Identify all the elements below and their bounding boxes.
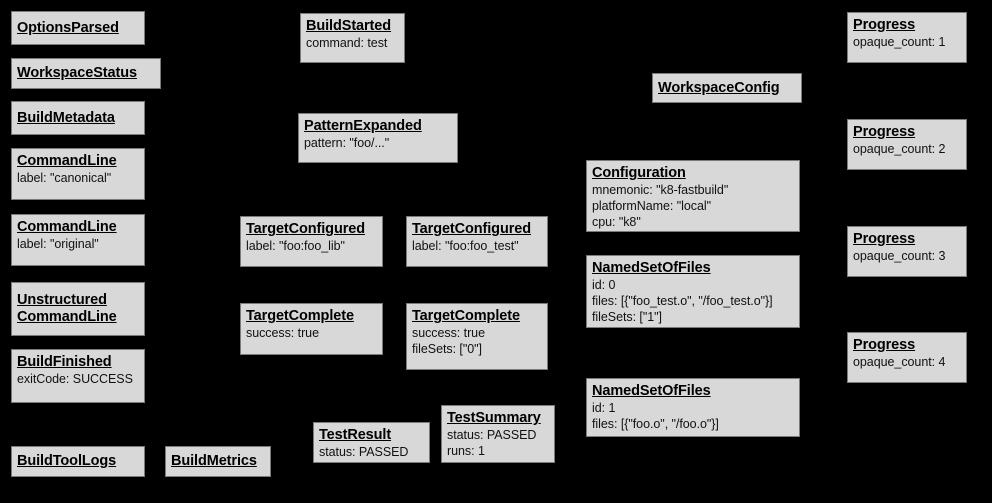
node-field: opaque_count: 4 <box>853 355 946 369</box>
node-progress-2[interactable]: Progress opaque_count: 2 <box>847 119 967 170</box>
node-command-line-canonical[interactable]: CommandLine label: "canonical" <box>11 148 145 200</box>
node-options-parsed[interactable]: OptionsParsed <box>11 11 145 45</box>
node-workspace-config[interactable]: WorkspaceConfig <box>652 73 802 103</box>
node-field: files: [{"foo_test.o", "/foo_test.o"}] <box>592 294 773 308</box>
node-title: TestSummary <box>447 410 541 426</box>
node-title: OptionsParsed <box>17 19 119 36</box>
node-field: label: "original" <box>17 237 99 251</box>
node-progress-4[interactable]: Progress opaque_count: 4 <box>847 332 967 383</box>
node-field: label: "canonical" <box>17 171 112 185</box>
node-target-configured-foo-test[interactable]: TargetConfigured label: "foo:foo_test" <box>406 216 548 267</box>
node-field: exitCode: SUCCESS <box>17 372 133 386</box>
node-field: platformName: "local" <box>592 199 711 213</box>
node-field: opaque_count: 1 <box>853 35 946 49</box>
node-field: command: test <box>306 36 388 50</box>
node-test-result[interactable]: TestResult status: PASSED <box>313 422 430 463</box>
node-named-set-of-files-1[interactable]: NamedSetOfFiles id: 1 files: [{"foo.o", "/… <box>586 378 800 437</box>
node-title: BuildMetrics <box>171 453 257 469</box>
node-unstructured-command-line[interactable]: Unstructured CommandLine <box>11 282 145 336</box>
node-named-set-of-files-0[interactable]: NamedSetOfFiles id: 0 files: [{"foo_test.o… <box>586 255 800 328</box>
node-field: fileSets: ["0"] <box>412 342 482 356</box>
node-title: WorkspaceConfig <box>658 79 780 96</box>
node-field: success: true <box>412 326 485 340</box>
node-field: id: 1 <box>592 401 616 415</box>
node-title: Progress <box>853 337 916 353</box>
node-target-configured-foo-lib[interactable]: TargetConfigured label: "foo:foo_lib" <box>240 216 383 267</box>
node-build-finished[interactable]: BuildFinished exitCode: SUCCESS <box>11 349 145 403</box>
node-title: TargetConfigured <box>246 221 365 237</box>
node-title: TargetComplete <box>412 308 520 324</box>
node-field: runs: 1 <box>447 444 485 458</box>
node-title: Unstructured CommandLine <box>17 291 117 325</box>
node-field: opaque_count: 2 <box>853 142 946 156</box>
node-title: WorkspaceStatus <box>17 65 137 81</box>
node-title: BuildMetadata <box>17 109 115 126</box>
node-title: Progress <box>853 124 916 140</box>
node-command-line-original[interactable]: CommandLine label: "original" <box>11 214 145 266</box>
node-build-tool-logs[interactable]: BuildToolLogs <box>11 446 145 477</box>
node-title: TargetConfigured <box>412 221 531 237</box>
node-field: status: PASSED <box>447 428 537 442</box>
node-title: CommandLine <box>17 153 117 169</box>
node-title: PatternExpanded <box>304 118 422 134</box>
node-progress-3[interactable]: Progress opaque_count: 3 <box>847 226 967 277</box>
node-progress-1[interactable]: Progress opaque_count: 1 <box>847 12 967 63</box>
node-build-metadata[interactable]: BuildMetadata <box>11 101 145 135</box>
node-title: BuildFinished <box>17 354 112 370</box>
node-field: id: 0 <box>592 278 616 292</box>
node-build-metrics[interactable]: BuildMetrics <box>165 446 271 477</box>
node-build-started[interactable]: BuildStarted command: test <box>300 13 405 63</box>
node-title: TargetComplete <box>246 308 354 324</box>
node-title: TestResult <box>319 427 392 443</box>
node-field: opaque_count: 3 <box>853 249 946 263</box>
node-target-complete-lib[interactable]: TargetComplete success: true <box>240 303 383 355</box>
node-title: BuildToolLogs <box>17 453 117 469</box>
node-workspace-status[interactable]: WorkspaceStatus <box>11 58 161 89</box>
node-field: success: true <box>246 326 319 340</box>
node-field: fileSets: ["1"] <box>592 310 662 324</box>
node-target-complete-test[interactable]: TargetComplete success: true fileSets: ["0… <box>406 303 548 370</box>
node-title: Configuration <box>592 165 686 181</box>
node-field: label: "foo:foo_lib" <box>246 239 345 253</box>
node-field: status: PASSED <box>319 445 409 459</box>
node-title: Progress <box>853 231 916 247</box>
node-field: files: [{"foo.o", "/foo.o"}] <box>592 417 719 431</box>
node-field: label: "foo:foo_test" <box>412 239 519 253</box>
node-field: mnemonic: "k8-fastbuild" <box>592 183 729 197</box>
node-title: NamedSetOfFiles <box>592 383 711 399</box>
node-title: Progress <box>853 17 916 33</box>
node-title: CommandLine <box>17 219 117 235</box>
node-test-summary[interactable]: TestSummary status: PASSED runs: 1 <box>441 405 555 463</box>
node-title: BuildStarted <box>306 18 392 34</box>
node-pattern-expanded[interactable]: PatternExpanded pattern: "foo/..." <box>298 113 458 163</box>
node-configuration[interactable]: Configuration mnemonic: "k8-fastbuild" pla… <box>586 160 800 232</box>
node-field: cpu: "k8" <box>592 215 641 229</box>
node-title: NamedSetOfFiles <box>592 260 711 276</box>
node-field: pattern: "foo/..." <box>304 136 390 150</box>
